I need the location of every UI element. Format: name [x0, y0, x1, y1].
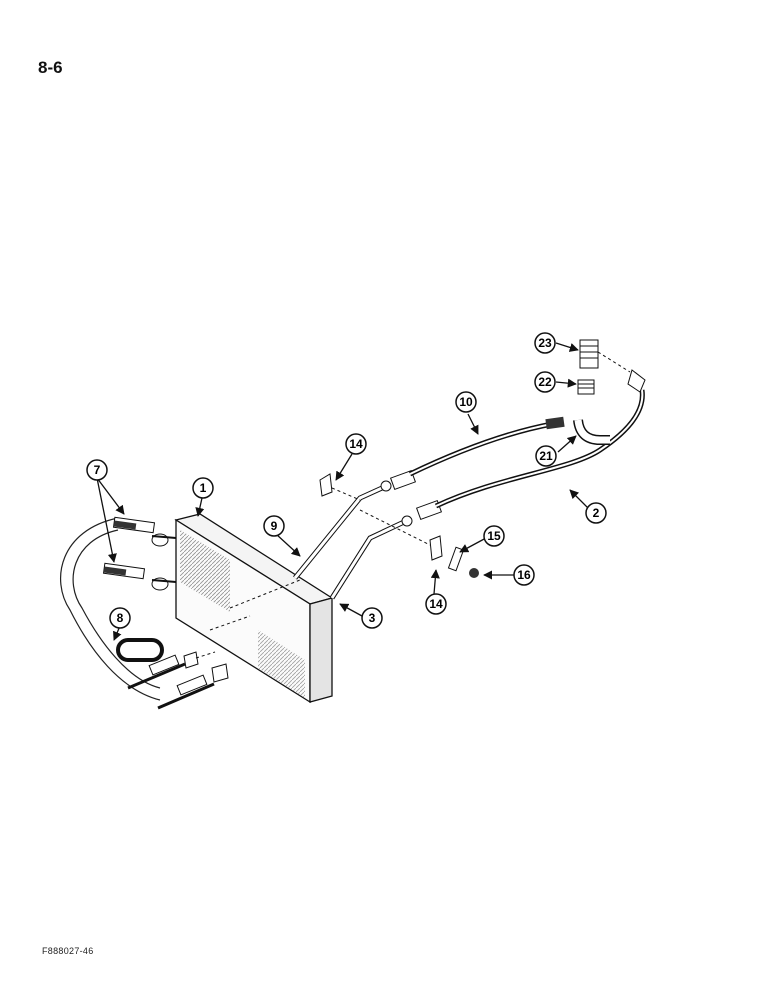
svg-text:1: 1: [200, 481, 207, 495]
hoses: [389, 369, 646, 521]
callout-23: 23: [534, 332, 556, 354]
callout-14-upper: 14: [345, 433, 367, 455]
svg-text:8: 8: [117, 611, 124, 625]
callout-1: 1: [192, 477, 214, 499]
svg-text:7: 7: [94, 463, 101, 477]
svg-text:14: 14: [349, 437, 363, 451]
upper-fittings: [102, 516, 177, 591]
svg-text:22: 22: [538, 375, 552, 389]
callout-9: 9: [263, 515, 285, 537]
svg-text:9: 9: [271, 519, 278, 533]
svg-text:3: 3: [369, 611, 376, 625]
svg-text:14: 14: [429, 597, 443, 611]
page-number: 8-6: [38, 58, 63, 77]
callout-10: 10: [455, 391, 477, 413]
callout-16: 16: [513, 564, 535, 586]
leader-lines: [96, 342, 593, 641]
callout-2: 2: [585, 502, 607, 524]
gasket-ring: [116, 638, 164, 662]
lower-connectors: [127, 651, 229, 710]
elbow-and-adapters: [573, 339, 631, 445]
callout-7: 7: [86, 459, 108, 481]
callout-21: 21: [535, 445, 557, 467]
callout-3: 3: [361, 607, 383, 629]
cooler-tubes: [293, 480, 413, 600]
callout-14-lower: 14: [425, 593, 447, 615]
svg-text:15: 15: [487, 529, 501, 543]
svg-text:21: 21: [539, 449, 553, 463]
hose-loop: [59, 517, 161, 701]
figure-code: F888027-46: [42, 946, 94, 956]
svg-text:16: 16: [517, 568, 531, 582]
callout-15: 15: [483, 525, 505, 547]
svg-text:23: 23: [538, 336, 552, 350]
svg-text:2: 2: [593, 506, 600, 520]
svg-text:10: 10: [459, 395, 473, 409]
callout-8: 8: [109, 607, 131, 629]
callout-22: 22: [534, 371, 556, 393]
oil-cooler-core: [174, 513, 334, 704]
